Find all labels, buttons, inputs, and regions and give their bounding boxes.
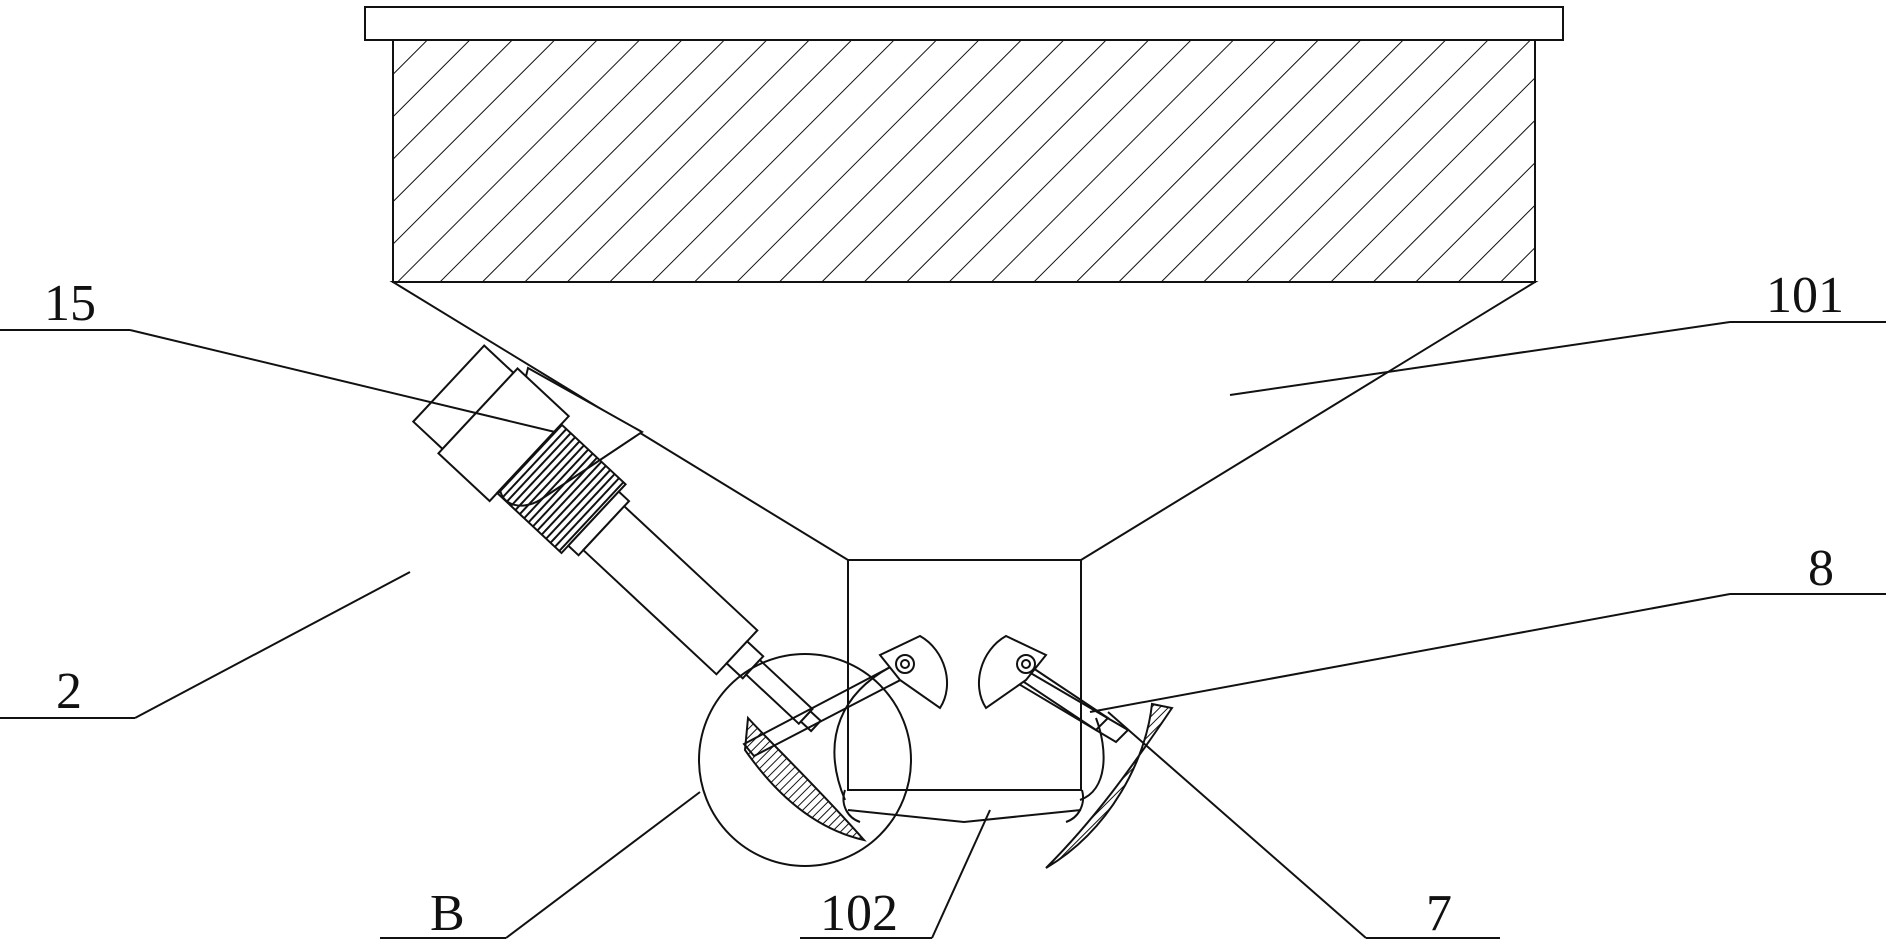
- label-8: 8: [1808, 540, 1834, 597]
- label-15: 15: [44, 275, 96, 332]
- leader-101-diag: [1229, 321, 1731, 396]
- label-101: 101: [1766, 267, 1844, 324]
- cylinder-assembly: [411, 344, 823, 733]
- label-7: 7: [1426, 885, 1452, 942]
- left-claw: [743, 715, 867, 842]
- right-claw: [1045, 702, 1174, 869]
- hatched-body: [392, 39, 1536, 283]
- pivot-right: [1016, 654, 1036, 674]
- left-jaw: [878, 634, 949, 710]
- leader-102-diag: [931, 809, 991, 939]
- leader-b-diag: [505, 791, 701, 939]
- right-arm-curve: [1079, 717, 1105, 801]
- label-2: 2: [56, 663, 82, 720]
- pivot-right-inner: [1021, 659, 1031, 669]
- bottom-chain: [847, 809, 1082, 824]
- leader-8-diag: [1089, 593, 1731, 713]
- right-link: [1010, 666, 1130, 744]
- top-plate: [364, 6, 1564, 41]
- left-arm-curve: [833, 661, 901, 801]
- leader-2-diag: [134, 571, 411, 719]
- pivot-left: [895, 654, 915, 674]
- label-102: 102: [820, 885, 898, 942]
- detail-circle-b: [698, 653, 912, 867]
- outlet-chute: [847, 560, 1082, 791]
- leader-7-diag: [1107, 711, 1367, 939]
- leader-15-diag: [129, 329, 556, 433]
- label-b: B: [430, 885, 465, 942]
- right-hook: [1065, 789, 1084, 823]
- pivot-left-inner: [900, 659, 910, 669]
- right-jaw: [977, 634, 1048, 710]
- left-hook: [842, 789, 861, 823]
